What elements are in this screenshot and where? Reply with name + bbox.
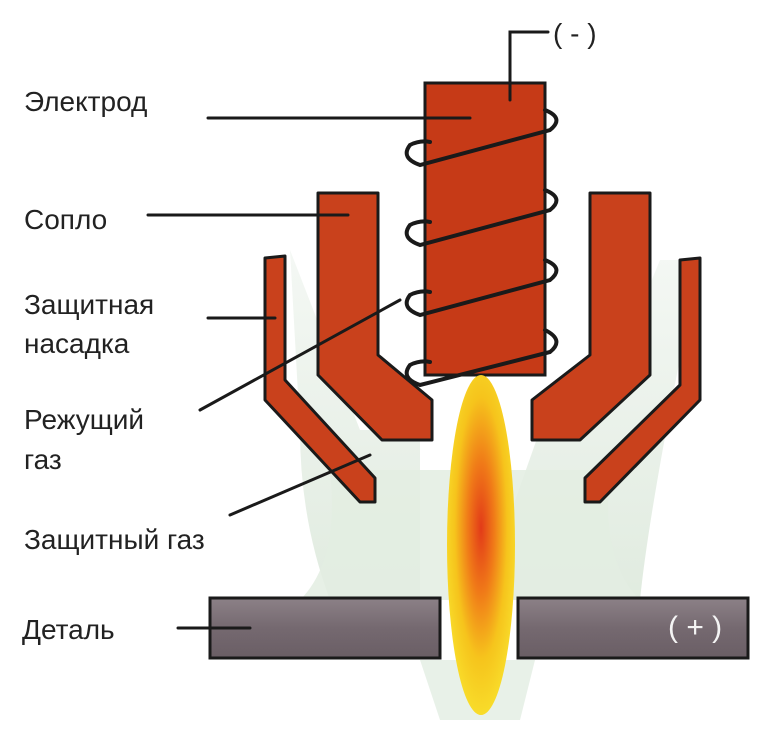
label-cutting-gas-2: газ <box>24 444 62 475</box>
label-electrode: Электрод <box>24 86 148 117</box>
label-workpiece: Деталь <box>22 614 115 645</box>
leader-negative <box>508 30 550 102</box>
label-shield-cap-1: Защитная <box>24 289 155 320</box>
nozzle-right <box>530 191 652 442</box>
label-nozzle: Сопло <box>24 204 108 235</box>
leader-cutting-gas <box>198 298 402 412</box>
label-shield-gas: Защитный газ <box>24 524 205 555</box>
leader-shield-gas <box>228 453 372 517</box>
label-shield-cap-2: насадка <box>24 328 130 359</box>
label-negative: ( - ) <box>553 18 597 49</box>
swirl-coil <box>404 108 559 388</box>
nozzle-left <box>316 191 434 442</box>
shield-cap-right <box>583 256 702 504</box>
workpiece-right <box>516 596 750 660</box>
electrode <box>423 81 547 377</box>
shield-cap-left <box>263 254 377 504</box>
label-positive: ( + ) <box>668 611 723 644</box>
plasma-arc <box>447 375 515 715</box>
label-cutting-gas-1: Режущий <box>24 404 145 435</box>
